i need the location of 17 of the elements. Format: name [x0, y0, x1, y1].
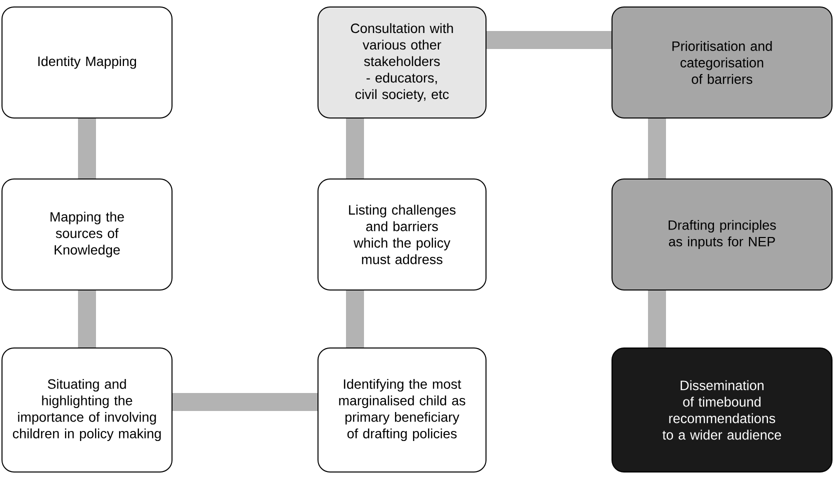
- connector-bar: [346, 118, 364, 178]
- connector-bar: [78, 290, 96, 348]
- process-box: Prioritisation and categorisation of barriers: [612, 6, 832, 118]
- process-box: Drafting principles as inputs for NEP: [612, 178, 832, 290]
- process-box: Dissemination of timebound recommendations to a wider audience: [612, 348, 832, 472]
- process-box: Situating and highlighting the importance of involving children in policy making: [2, 348, 172, 472]
- process-box: Identity Mapping: [2, 6, 172, 118]
- process-box: Consultation with various other stakeholders - educators, civil society, etc: [318, 6, 486, 118]
- connector-bar: [648, 118, 666, 178]
- connector-bar: [486, 31, 612, 49]
- connector-bar: [172, 393, 318, 411]
- process-box: Listing challenges and barriers which the policy must address: [318, 178, 486, 290]
- connector-bar: [346, 290, 364, 348]
- connector-bar: [648, 290, 666, 348]
- process-box: Mapping the sources of Knowledge: [2, 178, 172, 290]
- process-box: Identifying the most marginalised child as primary beneficiary of drafting policies: [318, 348, 486, 472]
- connector-bar: [78, 118, 96, 178]
